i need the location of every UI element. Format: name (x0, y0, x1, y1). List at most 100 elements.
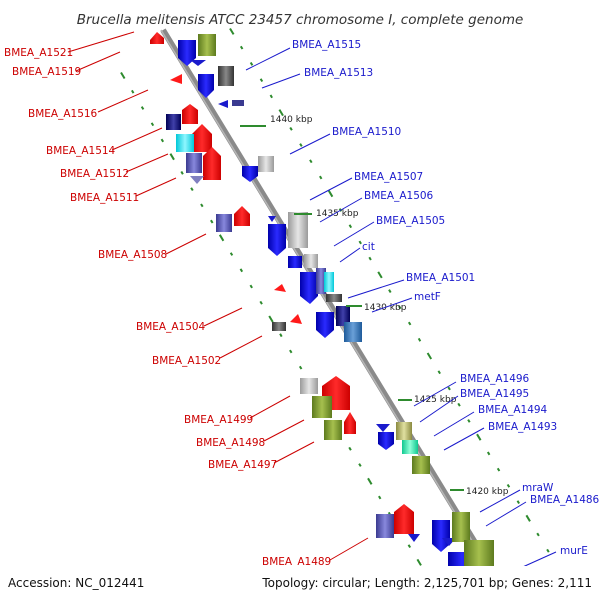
label-bmea-a1510[interactable]: BMEA_A1510 (332, 126, 401, 138)
left-label-texts: BMEA_A1521 BMEA_A1519 BMEA_A1516 BMEA_A1… (4, 47, 331, 568)
gene-bmea-a1497-a[interactable] (324, 420, 342, 440)
right-ring-tick (457, 402, 461, 407)
gene-bmea-a1502-b[interactable] (290, 314, 302, 324)
gene-bmea-a1513-c[interactable] (218, 100, 228, 108)
gene-bmea-a1489-c[interactable] (408, 534, 420, 542)
left-ring-tick (190, 187, 194, 192)
left-ring-tick (298, 365, 303, 370)
gene-bmea-a1498[interactable] (312, 396, 332, 418)
left-ring-tick (279, 333, 283, 338)
gene-bmea-a1506-a[interactable] (268, 224, 286, 256)
gene-bmea-a1495-b[interactable] (396, 422, 412, 440)
gene-bmea-a1511-b[interactable] (203, 147, 221, 180)
label-bmea-a1515[interactable]: BMEA_A1515 (292, 39, 361, 51)
gene-bmea-a1495-a[interactable] (378, 432, 394, 450)
gene-bmea-a1505-b[interactable] (304, 254, 318, 268)
label-bmea-a1513[interactable]: BMEA_A1513 (304, 67, 373, 79)
label-bmea-a1489[interactable]: BMEA_A1489 (262, 556, 331, 568)
left-ring-tick (249, 284, 253, 289)
label-bmea-a1512[interactable]: BMEA_A1512 (60, 168, 129, 180)
gene-bmea-a1489-a[interactable] (376, 514, 394, 538)
label-bmea-a1506[interactable]: BMEA_A1506 (364, 190, 434, 202)
gene-bmea-a1497-b[interactable] (344, 412, 356, 434)
left-ring-tick (259, 300, 263, 305)
gene-cit[interactable] (300, 272, 318, 304)
gene-bmea-a1516-b[interactable] (182, 104, 198, 124)
label-bmea-a1494[interactable]: BMEA_A1494 (478, 404, 548, 416)
gene-bmea-a1508-a[interactable] (216, 214, 232, 232)
gene-bmea-a1501-a[interactable] (316, 268, 326, 294)
left-ring-tick (169, 153, 175, 161)
right-ring-tick (476, 433, 482, 441)
gene-bmea-a1511-c[interactable] (190, 176, 204, 184)
right-ring-tick (536, 532, 540, 537)
gene-bmea-a1506-b[interactable] (288, 212, 308, 248)
gene-bmea-a1486-b[interactable] (452, 512, 470, 542)
gene-bmea-a1499-a[interactable] (300, 378, 318, 394)
right-ring-tick (289, 126, 293, 131)
gene-bmea-a1493[interactable] (412, 456, 430, 474)
gene-bmea-a1513-d[interactable] (232, 100, 244, 106)
label-bmea-a1519[interactable]: BMEA_A1519 (12, 66, 81, 78)
label-bmea-a1499[interactable]: BMEA_A1499 (184, 414, 253, 426)
gene-metf-b[interactable] (336, 306, 350, 326)
gene-bmea-a1515-b[interactable] (198, 34, 216, 56)
gene-bmea-a1489-b[interactable] (394, 504, 414, 534)
gene-bmea-a1510-b[interactable] (258, 156, 274, 172)
label-bmea-a1514[interactable]: BMEA_A1514 (46, 145, 116, 157)
label-bmea-a1504[interactable]: BMEA_A1504 (136, 321, 206, 333)
right-ring-tick (368, 256, 372, 261)
gene-bmea-a1501-b[interactable] (324, 272, 334, 292)
gene-bmea-a1519[interactable] (170, 74, 182, 84)
gene-bmea-a1505-a[interactable] (288, 256, 302, 268)
gene-bmea-a1515-a[interactable] (178, 40, 196, 66)
genome-title: Brucella melitensis ATCC 23457 chromosom… (77, 12, 524, 28)
gene-bmea-a1513-b[interactable] (218, 66, 234, 86)
right-ring-tick (249, 61, 254, 66)
left-ring-tick (150, 122, 155, 127)
label-bmea-a1496[interactable]: BMEA_A1496 (460, 373, 530, 385)
gene-metf-a[interactable] (316, 312, 334, 338)
right-ring-tick (388, 289, 392, 294)
label-bmea-a1511[interactable]: BMEA_A1511 (70, 192, 139, 204)
gene-bmea-a1513-a[interactable] (198, 74, 214, 98)
label-bmea-a1507[interactable]: BMEA_A1507 (354, 171, 423, 183)
label-bmea-a1508[interactable]: BMEA_A1508 (98, 249, 167, 261)
gene-bmea-a1514[interactable] (192, 124, 212, 152)
gene-bmea-a1510-a[interactable] (242, 166, 258, 182)
gene-bmea-a1515-c[interactable] (190, 60, 206, 66)
label-mraw[interactable]: mraW (522, 482, 554, 494)
label-bmea-a1505[interactable]: BMEA_A1505 (376, 215, 445, 227)
label-bmea-a1493[interactable]: BMEA_A1493 (488, 421, 557, 433)
label-cit[interactable]: cit (362, 241, 375, 253)
gene-bmea-a1501-c[interactable] (326, 294, 342, 302)
label-bmea-a1486[interactable]: BMEA_A1486 (530, 494, 600, 506)
right-ring-tick (417, 337, 422, 342)
label-metf[interactable]: metF (414, 291, 441, 303)
label-mure[interactable]: murE (560, 545, 588, 557)
gene-bmea-a1507[interactable] (268, 216, 276, 222)
gene-bmea-a1494[interactable] (402, 440, 418, 454)
gene-bmea-a1508-b[interactable] (234, 206, 250, 226)
gene-bmea-a1511-a[interactable] (186, 153, 202, 173)
gene-bmea-a1516-a[interactable] (166, 114, 181, 130)
footer-band (0, 566, 600, 600)
gene-bmea-a1504[interactable] (274, 284, 286, 292)
gene-bmea-a1496[interactable] (376, 424, 390, 432)
left-ring-tick (358, 463, 362, 467)
label-bmea-a1502[interactable]: BMEA_A1502 (152, 355, 221, 367)
kbp-markers: 1440 kbp 1435 kbp 1430 kbp 1425 kbp 1420… (240, 115, 509, 497)
gene-metf-c[interactable] (344, 322, 362, 342)
label-bmea-a1521[interactable]: BMEA_A1521 (4, 47, 73, 59)
gene-mraw[interactable] (432, 520, 450, 552)
label-bmea-a1516[interactable]: BMEA_A1516 (28, 108, 98, 120)
gene-bmea-a1502-a[interactable] (272, 322, 286, 331)
gene-bmea-a1512[interactable] (176, 134, 194, 152)
label-bmea-a1497[interactable]: BMEA_A1497 (208, 459, 277, 471)
gene-bmea-a1521[interactable] (150, 32, 164, 44)
left-ring-tick (348, 446, 352, 451)
label-bmea-a1501[interactable]: BMEA_A1501 (406, 272, 475, 284)
label-bmea-a1495[interactable]: BMEA_A1495 (460, 388, 529, 400)
label-bmea-a1498[interactable]: BMEA_A1498 (196, 437, 265, 449)
left-ring-tick (378, 495, 382, 500)
